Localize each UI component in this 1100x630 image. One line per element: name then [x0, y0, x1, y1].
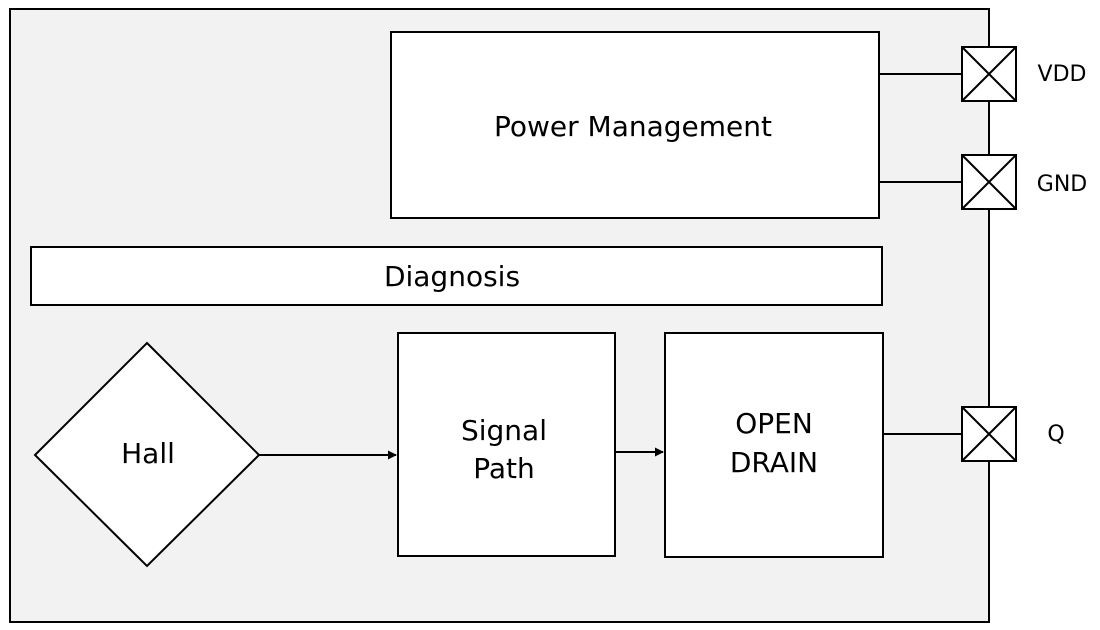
vdd-pin: VDD — [961, 46, 1087, 102]
gnd-pin: GND — [961, 154, 1087, 210]
q-pin-label: Q — [1047, 422, 1064, 447]
q-pin-cross-icon — [961, 406, 1017, 462]
signal-path-label-line-2: Path — [473, 452, 535, 485]
open-drain-block: OPEN DRAIN — [664, 332, 884, 558]
diagnosis-label: Diagnosis — [384, 260, 520, 293]
diagnosis-box — [30, 246, 883, 306]
diagnosis-block: Diagnosis — [30, 246, 883, 306]
open-drain-box — [664, 332, 884, 558]
power-management-label: Power Management — [494, 110, 772, 143]
gnd-pin-cross-icon — [961, 154, 1017, 210]
signal-path-label-line-1: Signal — [461, 414, 547, 447]
gnd-pin-label: GND — [1037, 172, 1087, 197]
hall-sensor-block: Hall — [33, 341, 261, 568]
power-management-block: Power Management — [390, 31, 880, 219]
open-drain-label-line-2: DRAIN — [730, 446, 818, 479]
vdd-pin-label: VDD — [1038, 62, 1087, 87]
hall-sensor-diamond — [33, 341, 261, 568]
power-management-box — [390, 31, 880, 219]
signal-path-block: Signal Path — [397, 332, 616, 557]
q-pin: Q — [961, 406, 1065, 462]
signal-path-box — [397, 332, 616, 557]
vdd-pin-cross-icon — [961, 46, 1017, 102]
open-drain-label-line-1: OPEN — [735, 407, 813, 440]
hall-label: Hall — [121, 437, 175, 470]
